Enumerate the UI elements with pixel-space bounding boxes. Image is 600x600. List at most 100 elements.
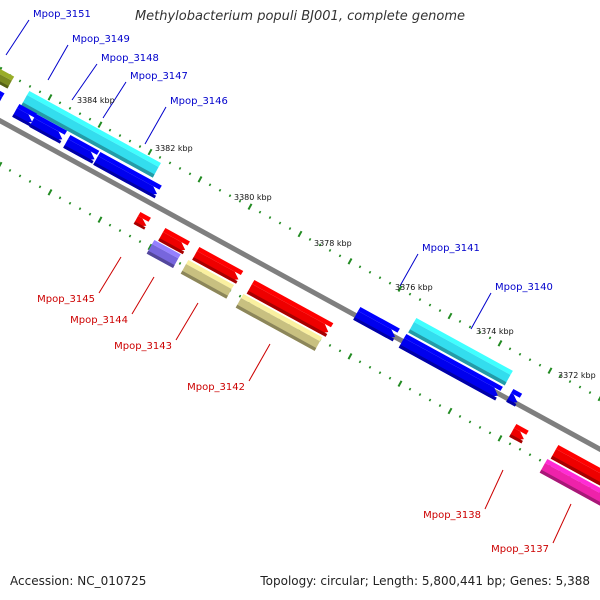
kbp-label: 3374 kbp [476,327,514,336]
gene-label: Mpop_3144 [70,276,155,326]
upper-tick [597,395,600,402]
lower-tick [0,161,3,168]
upper-tick [538,363,542,367]
gene-label: Mpop_3146 [144,96,228,145]
svg-text:Mpop_3140: Mpop_3140 [495,282,553,293]
lower-tick [458,415,462,418]
gene-feature-khaki [235,294,323,351]
gene-label: Mpop_3142 [187,343,271,393]
svg-text:Mpop_3144: Mpop_3144 [70,315,128,326]
kbp-label: 3382 kbp [155,144,193,153]
lower-tick [97,216,103,223]
upper-tick [568,380,572,384]
svg-text:Mpop_3147: Mpop_3147 [130,71,188,82]
lower-tick [178,261,182,265]
gene-feature-olive [0,68,15,89]
upper-tick [388,281,392,285]
upper-tick [518,352,522,356]
upper-tick [347,258,353,265]
lower-tick [528,453,532,457]
lower-tick [468,420,472,424]
upper-tick [188,172,192,176]
lower-tick [58,196,62,200]
upper-tick [328,248,332,252]
gene-feature-red [133,212,151,230]
upper-tick [558,374,562,378]
lower-tick [508,442,512,446]
lower-tick [388,376,392,380]
lower-tick [428,398,432,402]
genome-summary-text: Topology: circular; Length: 5,800,441 bp… [260,574,590,588]
upper-tick [547,367,553,374]
gene-feature-red [246,280,334,337]
kbp-label: 3376 kbp [395,283,433,292]
lower-tick [38,185,42,189]
upper-tick [588,391,592,394]
lower-tick [78,207,82,211]
upper-tick [278,221,282,225]
upper-tick [338,254,342,258]
gene-feature-khaki [180,260,235,299]
gene-feature-magenta [539,459,600,506]
lower-tick [18,174,22,178]
gene-feature-cyan [21,91,161,178]
upper-tick [397,285,403,292]
upper-tick [38,90,42,94]
upper-tick [178,166,182,170]
gene-feature-blue [353,307,400,342]
lower-tick [128,234,132,238]
lower-tick [338,349,342,353]
gene-feature-cyan [408,318,513,386]
gene-feature-red [509,424,529,444]
upper-tick [147,148,153,156]
lower-tick [347,353,353,360]
lower-tick [118,229,122,233]
gene-feature-blue [0,90,5,102]
gene-feature-red [192,247,244,284]
lower-tick [358,360,362,364]
lower-tick [147,243,153,251]
upper-tick [258,210,262,214]
svg-text:Mpop_3143: Mpop_3143 [114,341,172,352]
upper-tick [438,309,442,312]
lower-tick [397,380,403,387]
svg-text:Mpop_3141: Mpop_3141 [422,243,480,254]
lower-tick [47,189,53,196]
lower-tick [418,393,422,397]
lower-tick [447,407,453,415]
upper-tick [468,325,472,329]
gene-label: Mpop_3143 [114,302,199,352]
lower-tick [8,169,12,172]
lower-tick [88,212,92,216]
genome-backbone [0,117,600,453]
upper-tick [28,84,32,88]
svg-text:Mpop_3151: Mpop_3151 [33,9,91,20]
svg-text:Mpop_3137: Mpop_3137 [491,544,549,555]
upper-tick [168,161,172,165]
upper-tick [158,156,162,159]
svg-text:Mpop_3138: Mpop_3138 [423,510,481,521]
gene-label: Mpop_3138 [423,469,504,521]
gene-label: Mpop_3141 [399,243,480,287]
upper-tick [488,336,492,340]
accession-text: Accession: NC_010725 [10,574,147,588]
gene-label: Mpop_3151 [5,9,91,56]
lower-tick [108,223,112,227]
upper-tick [308,238,312,241]
upper-tick [428,303,432,307]
upper-tick [418,298,422,302]
upper-tick [68,106,72,110]
upper-tick [108,128,112,132]
map-title: Methylobacterium populi BJ001, complete … [134,9,466,24]
svg-text:Mpop_3149: Mpop_3149 [72,34,130,45]
lower-tick [138,240,142,243]
upper-tick [228,194,232,198]
lower-tick [328,343,332,347]
gene-features [0,68,600,506]
svg-text:Mpop_3142: Mpop_3142 [187,382,245,393]
upper-tick [368,270,372,274]
gene-labels: Mpop_3151Mpop_3149Mpop_3148Mpop_3147Mpop… [5,9,572,555]
upper-tick [128,139,132,143]
